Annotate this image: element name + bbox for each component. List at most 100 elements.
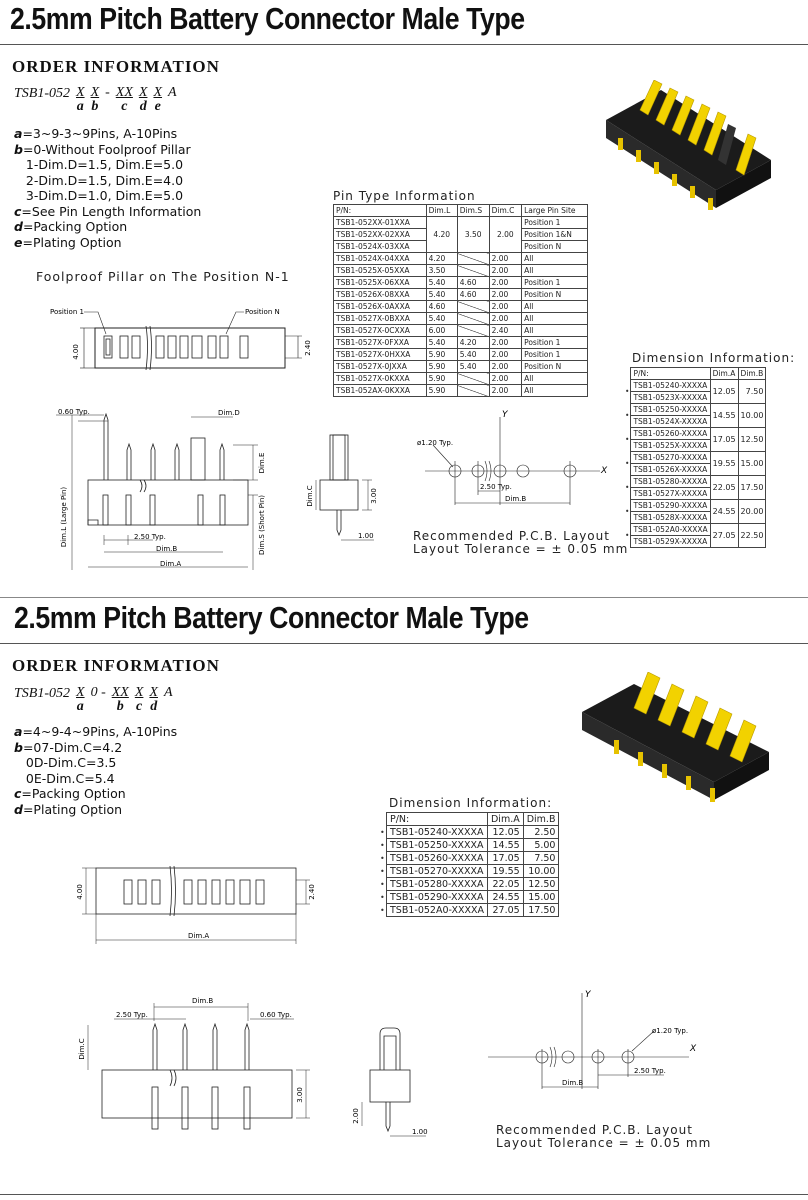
dim-c-label: Dim.C <box>306 485 314 506</box>
table-cell: Position 1&N <box>521 228 588 241</box>
option-text: =Plating Option <box>22 234 122 250</box>
table-header-cell: Dim.B <box>522 812 560 826</box>
table-cell-dim-b: 17.50 <box>737 475 767 500</box>
table-cell <box>456 312 490 325</box>
table-cell: 4.20 <box>456 336 490 349</box>
table-cell: 2.00 <box>488 264 523 277</box>
table-cell: All <box>521 384 588 397</box>
code-part-sub: d <box>150 699 158 714</box>
table-cell-pn: TSB1-0529X-XXXXA <box>630 535 711 548</box>
option-text: =Packing Option <box>21 786 126 801</box>
option-text: =Packing Option <box>22 219 128 234</box>
table-cell: Position N <box>521 288 588 301</box>
table-cell-dim-a: 14.55 <box>709 403 739 428</box>
code-part-sub: d <box>139 99 147 114</box>
table-cell: 5.40 <box>456 348 490 361</box>
section2-order-heading: ORDER INFORMATION <box>12 656 220 675</box>
option-line: a=3~9-3~9Pins, A-10Pins <box>14 126 201 142</box>
option-text: =07-Dim.C=4.2 <box>22 739 123 755</box>
star-marker: • <box>380 827 385 837</box>
table-cell: 15.00 <box>522 890 560 904</box>
option-text: 0E-Dim.C=5.4 <box>14 770 115 786</box>
table-cell: 5.40 <box>425 288 458 301</box>
table-cell: 2.00 <box>488 252 523 265</box>
code-part-letter: 0 - <box>90 685 106 700</box>
position-n-label: Position N <box>245 308 280 316</box>
table-cell: TSB1-052A0-XXXXA <box>386 903 488 917</box>
table-cell: 2.00 <box>488 312 523 325</box>
option-line: b=0-Without Foolproof Pillar <box>14 142 201 158</box>
table-header-cell: Dim.L <box>425 204 458 217</box>
table-cell: Position 1 <box>521 276 588 289</box>
table-cell-pn: TSB1-05240-XXXXA <box>630 379 711 392</box>
dim-a-label-2: Dim.A <box>188 932 209 940</box>
option-text: 3-Dim.D=1.0, Dim.E=5.0 <box>14 188 184 203</box>
top-view-drawing-2: 4.00 2.40 Dim.A <box>76 865 316 944</box>
option-text: =Plating Option <box>22 801 123 817</box>
table-cell <box>456 252 490 265</box>
table-cell-dim-b: 15.00 <box>737 451 767 476</box>
table-cell: TSB1-05290-XXXXA <box>386 890 488 904</box>
table-header-cell: P/N: <box>333 204 427 217</box>
side-view-drawing-2: 2.00 1.00 <box>352 1027 428 1137</box>
table-cell: Position N <box>521 240 588 253</box>
dim-a-label: Dim.A <box>160 560 181 568</box>
table-cell: 5.40 <box>425 312 458 325</box>
table-cell: 2.00 <box>488 336 523 349</box>
table-row: TSB1-0529X-XXXXA <box>625 535 766 548</box>
table-cell: 4.20 <box>425 252 458 265</box>
section1-title: 2.5mm Pitch Battery Connector Male Type <box>10 1 525 36</box>
code-part-sub: c <box>136 699 143 714</box>
table-header-cell: Large Pin Site <box>521 204 588 217</box>
star-marker: • <box>625 387 630 396</box>
table-cell: 5.00 <box>522 838 560 852</box>
table-cell: TSB1-0525X-05XXA <box>333 264 427 277</box>
table-cell: 4.60 <box>456 288 490 301</box>
table-cell: All <box>521 324 588 337</box>
section2-title-rule <box>0 643 808 644</box>
code-part-letter: A <box>163 685 173 700</box>
table-cell: All <box>521 300 588 313</box>
table-cell-dim-b: 22.50 <box>737 523 767 548</box>
table-cell-dim-a: 27.05 <box>709 523 739 548</box>
axis-x-label-2: X <box>689 1044 697 1054</box>
side-view-drawing-1: Dim.C 3.00 1.00 <box>306 434 378 541</box>
table-cell-pn: TSB1-0527X-XXXXA <box>630 487 711 500</box>
star-marker: • <box>625 507 630 516</box>
dim-s-label: Dim.S (Short Pin) <box>258 495 266 555</box>
table-cell <box>456 324 490 337</box>
table-cell: TSB1-05280-XXXXA <box>386 877 488 891</box>
dim-d-label: Dim.D <box>218 409 240 417</box>
star-marker: • <box>380 853 385 863</box>
dim-c-label-2: Dim.C <box>78 1038 86 1059</box>
table-cell: 2.00 <box>488 384 523 397</box>
table-cell-pn: TSB1-05290-XXXXA <box>630 499 711 512</box>
table-cell: TSB1-05260-XXXXA <box>386 851 488 865</box>
code-prefix: TSB1-052 <box>14 686 70 701</box>
pin-type-caption: Pin Type Information <box>333 189 476 203</box>
table-cell <box>456 384 490 397</box>
table-cell: 5.90 <box>425 348 458 361</box>
axis-y-label: Y <box>502 410 509 420</box>
table-cell: 5.40 <box>425 276 458 289</box>
table-cell: TSB1-05240-XXXXA <box>386 825 488 839</box>
